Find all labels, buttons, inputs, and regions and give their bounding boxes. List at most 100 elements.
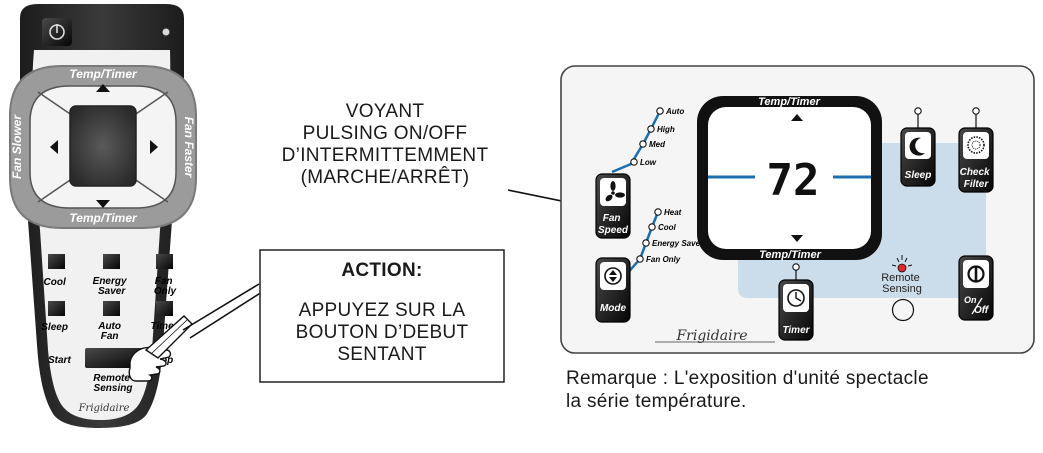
svg-text:Cool Energy Sa: Cool Energy Saver Fan Only [44, 276, 177, 297]
remote-button-timer[interactable] [156, 301, 173, 316]
svg-text:Fan Speed: Fan Speed [598, 213, 629, 236]
voyant-callout: VOYANT PULSING ON/OFF D’INTERMITTEMMENT … [244, 101, 526, 189]
up-down-icon [609, 270, 617, 282]
fan-level-med: Med [649, 140, 666, 149]
svg-text:On Off: On Off [964, 295, 990, 316]
note-line-1: Remarque : L'exposition d'unité spectacl… [566, 368, 929, 389]
svg-text:Auto High Med: Auto High Med Low [640, 107, 686, 167]
remote-dpad-left-label: Fan Slower [10, 114, 24, 179]
temperature-display: Temp/Timer 72 Temp/Timer [697, 96, 882, 261]
action-leader-line-2 [189, 291, 263, 339]
action-leader-line [182, 283, 260, 331]
remote-button-energy-saver[interactable] [103, 254, 120, 269]
timer-button[interactable]: Timer [778, 263, 814, 341]
moon-icon [909, 137, 925, 156]
display-down-arrow-icon[interactable] [791, 235, 803, 242]
mode-level-fan-only: Fan Only [646, 255, 681, 264]
remote-sensor-window [891, 298, 915, 322]
remote-dpad: Temp/Timer Temp/Timer Fan Slower Fan Fas… [9, 65, 197, 229]
action-title: ACTION: [341, 260, 423, 281]
seven-seg-background [755, 157, 833, 199]
remote-sensing-led [897, 263, 907, 273]
remote-function-keys: Cool Energy Saver Fan Only Sleep Auto Fa… [41, 254, 179, 342]
remote-label-autofan-1: Auto [97, 321, 121, 332]
up-arrow-icon[interactable] [96, 84, 110, 92]
action-line-3: SENTANT [337, 344, 427, 365]
remote-dpad-right-label: Fan Faster [182, 117, 196, 179]
on-label: On [964, 295, 977, 305]
remote-control: Temp/Timer Temp/Timer Fan Slower Fan Fas… [9, 4, 197, 428]
mode-level-heat: Heat [664, 208, 682, 217]
remote-sensing-label-1: Remote [93, 373, 130, 384]
svg-text:Sleep Auto Fan: Sleep Auto Fan Timer [41, 321, 178, 342]
display-top-label: Temp/Timer [758, 96, 820, 108]
remote-dpad-bottom-label: Temp/Timer [69, 211, 138, 225]
left-arrow-icon[interactable] [50, 140, 58, 154]
check-filter-button[interactable]: Check Filter [958, 107, 994, 193]
action-box [259, 249, 505, 383]
remote-label-energy-2: Saver [98, 286, 126, 297]
voyant-line-2: PULSING ON/OFF [302, 123, 468, 144]
remote-label-timer: Timer [150, 321, 178, 332]
remote-dpad-center[interactable] [69, 105, 137, 187]
remote-label-cool: Cool [44, 277, 66, 288]
down-arrow-icon[interactable] [96, 200, 110, 208]
sleep-label: Sleep [905, 170, 932, 181]
voyant-line-3: D’INTERMITTEMMENT [281, 145, 489, 166]
fan-icon [605, 181, 625, 202]
fan-speed-button[interactable]: Fan Speed [595, 173, 631, 239]
display-bottom-label: Temp/Timer [759, 249, 821, 261]
mode-button[interactable]: Mode [595, 257, 631, 323]
svg-text:Check Filter: Check Filter [960, 167, 993, 190]
remote-label-fanonly-1: Fan [155, 276, 173, 287]
action-line-2: BOUTON D’DEBUT [295, 322, 469, 343]
timer-label: Timer [782, 325, 810, 336]
display-up-arrow-icon[interactable] [791, 114, 803, 121]
remote-label-energy-1: Energy [93, 276, 127, 287]
check-filter-label-1: Check [960, 167, 990, 178]
fan-speed-label-2: Speed [598, 225, 629, 236]
mode-label: Mode [600, 303, 627, 314]
action-box-text: ACTION: APPUYEZ SUR LA BOUTON D’DEBUT SE… [262, 260, 502, 366]
remote-dpad-top-label: Temp/Timer [69, 67, 138, 81]
remote-label-fanonly-2: Only [154, 286, 177, 297]
action-line-1: APPUYEZ SUR LA [298, 300, 466, 321]
remote-sensing-label-2: Sensing [94, 383, 133, 394]
remarque-note: Remarque : L'exposition d'unité spectacl… [566, 367, 1036, 413]
panel-sensing-label: Sensing [882, 283, 922, 295]
sleep-button[interactable]: Sleep [900, 107, 936, 187]
svg-text:Heat Cool Energy S: Heat Cool Energy Saver Fan Only [646, 208, 705, 264]
remote-button-fan-only[interactable] [156, 254, 173, 269]
mode-level-cool: Cool [658, 223, 677, 232]
fan-level-high: High [657, 125, 675, 134]
svg-text:Remote Sensing: Remote Sensing [881, 272, 923, 295]
temperature-value: 72 [767, 155, 820, 206]
remote-sensing-indicator: Remote Sensing [881, 255, 923, 322]
remote-button-auto-fan[interactable] [103, 301, 120, 316]
fan-level-auto: Auto [665, 107, 684, 116]
filter-icon [967, 136, 985, 154]
remote-label-sleep: Sleep [41, 322, 68, 333]
panel-remote-label: Remote [881, 272, 920, 284]
fan-speed-label-1: Fan [603, 213, 621, 224]
remote-ir-emitter [162, 28, 170, 36]
voyant-line-1: VOYANT [345, 101, 425, 122]
ac-control-panel: Auto High Med Low Heat Cool Energy Saver… [560, 65, 1035, 354]
remote-label-autofan-2: Fan [101, 331, 119, 342]
remote-start-label: Start [48, 355, 71, 366]
mode-level-energy-saver: Energy Saver [652, 239, 704, 248]
svg-text:Remote Sensing: Remote Sensing [93, 373, 132, 394]
power-icon [967, 265, 985, 283]
off-label: Off [974, 305, 990, 316]
panel-brand-logo: Frigidaire [675, 328, 747, 344]
voyant-line-4: (MARCHE/ARRÊT) [300, 167, 470, 188]
remote-button-cool[interactable] [48, 254, 65, 269]
remote-button-sleep[interactable] [48, 301, 65, 316]
right-arrow-icon[interactable] [150, 140, 158, 154]
note-line-2: la série température. [566, 391, 747, 412]
remote-brand-logo: Frigidaire [78, 403, 130, 414]
check-filter-label-2: Filter [964, 179, 990, 190]
on-off-button[interactable]: On Off [958, 255, 994, 321]
remote-power-button[interactable] [42, 18, 72, 46]
